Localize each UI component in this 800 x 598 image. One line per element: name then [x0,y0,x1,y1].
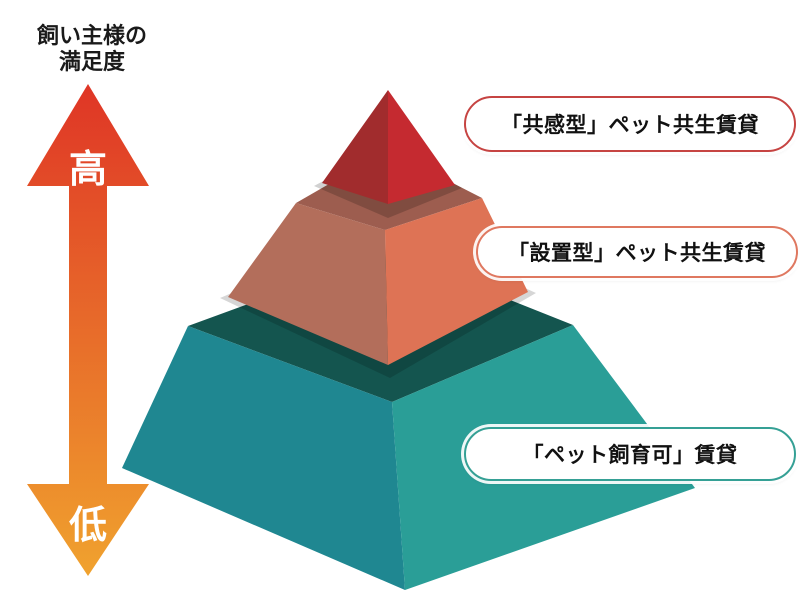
axis-title-line2: 満足度 [58,50,125,76]
label-tier-top: 「共感型」ペット共生賃貸 [464,96,796,152]
label-tier-bottom-text: 「ペット飼育可」賃貸 [522,443,738,467]
axis-title: 飼い主様の 満足度 [8,24,176,77]
high-label: 高 [69,147,107,191]
satisfaction-arrow [27,84,149,576]
low-label: 低 [69,503,107,547]
label-tier-middle-text: 「設置型」ペット共生賃貸 [508,241,766,265]
label-tier-middle: 「設置型」ペット共生賃貸 [476,226,798,278]
tier-middle-left-face [228,203,388,365]
label-tier-bottom: 「ペット飼育可」賃貸 [464,427,796,481]
tier-top-right-face [388,90,455,204]
axis-title-line1: 飼い主様の [36,24,147,49]
label-tier-top-text: 「共感型」ペット共生賃貸 [501,113,759,137]
tier-top-left-face [322,90,388,204]
tier-bottom-left-face [122,326,405,590]
